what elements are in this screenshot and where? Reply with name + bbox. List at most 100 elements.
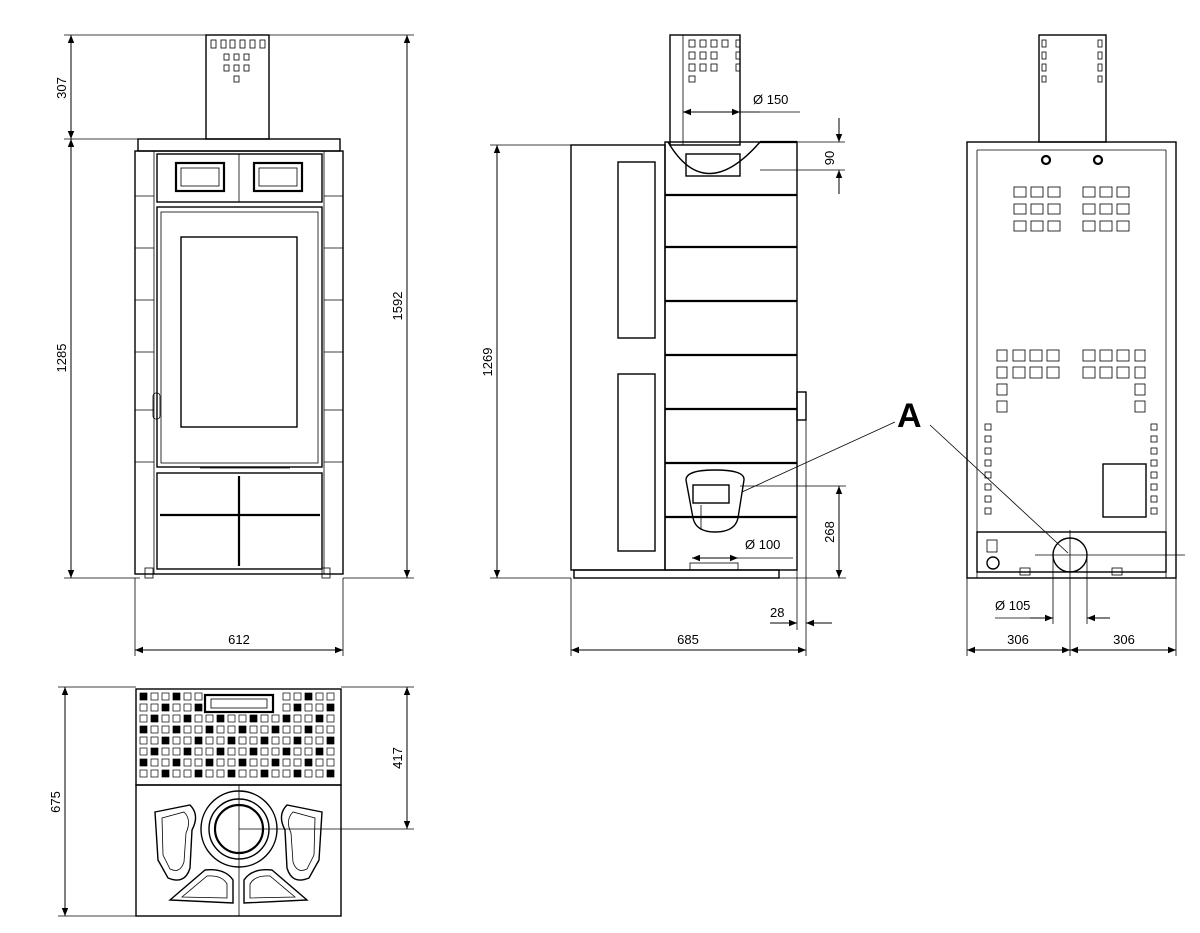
rear-flue-vents xyxy=(1041,39,1103,83)
grille-hole xyxy=(194,758,203,767)
grille-hole xyxy=(271,725,280,734)
grille-hole xyxy=(172,714,181,723)
grille-hole xyxy=(293,692,302,701)
grille-hole xyxy=(227,747,236,756)
grille-hole xyxy=(161,703,170,712)
grille-hole xyxy=(326,769,335,778)
door-handle xyxy=(152,392,161,420)
grille-hole xyxy=(150,736,159,745)
grille-hole xyxy=(315,725,324,734)
grille-hole xyxy=(238,714,247,723)
grille-hole xyxy=(304,714,313,723)
dim-side-depth: 685 xyxy=(677,632,699,647)
side-panel-joints xyxy=(665,193,797,519)
grille-hole xyxy=(271,769,280,778)
grille-hole xyxy=(183,747,192,756)
rear-flue-pipe xyxy=(1038,34,1107,143)
grille-hole xyxy=(183,736,192,745)
grille-hole xyxy=(315,758,324,767)
grille-hole xyxy=(249,747,258,756)
grille-hole xyxy=(326,703,335,712)
dim-top-depth: 675 xyxy=(48,791,63,813)
grille-hole xyxy=(183,769,192,778)
grille-hole xyxy=(282,725,291,734)
grille-hole xyxy=(238,769,247,778)
grille-hole xyxy=(139,725,148,734)
grille-hole xyxy=(227,769,236,778)
side-air-inlet xyxy=(685,469,745,533)
grille-hole xyxy=(282,736,291,745)
grille-hole xyxy=(150,747,159,756)
grille-hole xyxy=(293,747,302,756)
grille-hole xyxy=(271,736,280,745)
grille-hole xyxy=(260,714,269,723)
grille-hole xyxy=(150,714,159,723)
dim-rear-outlet-diameter: Ø 105 xyxy=(995,598,1030,613)
rear-access-panel xyxy=(1102,463,1147,518)
grille-hole xyxy=(227,758,236,767)
grille-hole xyxy=(205,736,214,745)
dim-side-inlet-height: 268 xyxy=(822,521,837,543)
grille-hole xyxy=(139,703,148,712)
grille-hole xyxy=(271,758,280,767)
grille-hole xyxy=(282,747,291,756)
grille-hole xyxy=(139,736,148,745)
grille-hole xyxy=(183,714,192,723)
grille-hole xyxy=(249,714,258,723)
label-a-leaders: A xyxy=(741,397,1069,554)
grille-hole xyxy=(172,736,181,745)
grille-hole xyxy=(326,692,335,701)
top-cutout-right xyxy=(280,804,323,881)
grille-hole xyxy=(172,725,181,734)
dim-top-flue-center: 417 xyxy=(390,747,405,769)
top-panel xyxy=(203,693,275,714)
dim-front-height-total: 1592 xyxy=(390,292,405,321)
front-view: 307 1285 1592 612 xyxy=(54,34,414,656)
grille-hole xyxy=(183,692,192,701)
front-display-left xyxy=(174,161,226,193)
front-door xyxy=(156,206,323,468)
grille-hole xyxy=(260,725,269,734)
grille-hole xyxy=(194,769,203,778)
top-cutout-left xyxy=(154,804,197,881)
grille-hole xyxy=(304,747,313,756)
grille-hole xyxy=(227,736,236,745)
dim-front-height-body: 1285 xyxy=(54,344,69,373)
grille-hole xyxy=(326,725,335,734)
grille-hole xyxy=(282,703,291,712)
grille-hole xyxy=(161,758,170,767)
grille-hole xyxy=(161,692,170,701)
grille-hole xyxy=(161,747,170,756)
grille-hole xyxy=(249,758,258,767)
grille-hole xyxy=(271,714,280,723)
grille-hole xyxy=(271,747,280,756)
dim-side-flue-offset: 90 xyxy=(822,151,837,165)
dim-side-flue-diameter: Ø 150 xyxy=(753,92,788,107)
grille-hole xyxy=(326,758,335,767)
dim-front-height-top: 307 xyxy=(54,77,69,99)
grille-hole xyxy=(150,725,159,734)
grille-hole xyxy=(315,736,324,745)
side-base xyxy=(573,569,780,579)
grille-hole xyxy=(238,736,247,745)
grille-hole xyxy=(293,703,302,712)
grille-hole xyxy=(194,703,203,712)
grille-hole xyxy=(260,769,269,778)
grille-hole xyxy=(282,758,291,767)
grille-hole xyxy=(194,747,203,756)
grille-hole xyxy=(172,747,181,756)
rear-vent-grid-middle xyxy=(996,349,1146,413)
front-top-plate xyxy=(137,138,341,152)
grille-hole xyxy=(205,714,214,723)
top-cover xyxy=(135,784,342,917)
grille-hole xyxy=(194,714,203,723)
front-control-panel xyxy=(156,153,323,203)
grille-hole xyxy=(304,758,313,767)
dim-side-height: 1269 xyxy=(480,348,495,377)
top-grille-pattern xyxy=(139,692,335,778)
grille-hole xyxy=(293,758,302,767)
grille-hole xyxy=(161,714,170,723)
grille-hole xyxy=(172,692,181,701)
grille-hole xyxy=(139,747,148,756)
grille-hole xyxy=(293,725,302,734)
